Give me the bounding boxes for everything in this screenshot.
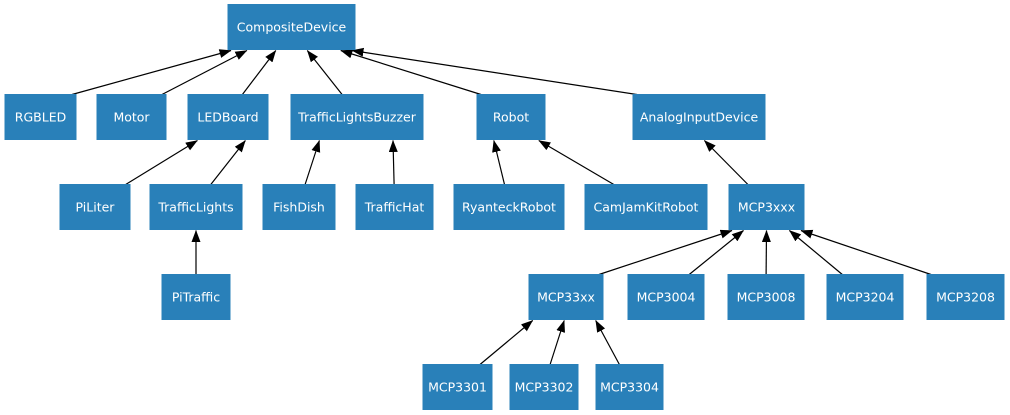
node-label-MCP33xx: MCP33xx <box>537 290 595 305</box>
class-node-FishDish[interactable]: FishDish <box>262 184 336 230</box>
node-box-MCP3304[interactable] <box>595 364 664 410</box>
class-node-TrafficLights[interactable]: TrafficLights <box>149 184 243 230</box>
class-node-MCP3208[interactable]: MCP3208 <box>926 274 1005 320</box>
node-label-MCP3008: MCP3008 <box>737 290 796 305</box>
class-node-PiTraffic[interactable]: PiTraffic <box>161 274 231 320</box>
inheritance-edge-MCP3302-to-MCP33xx <box>549 320 565 365</box>
node-label-MCP3004: MCP3004 <box>637 290 696 305</box>
node-label-MCP3302: MCP3302 <box>515 380 574 395</box>
inheritance-edge-MCP3004-to-MCP3xxx <box>688 230 744 275</box>
inheritance-edge-RyanteckRobot-to-Robot <box>492 140 506 185</box>
inheritance-edge-FishDish-to-TrafficLightsBuzzer <box>304 140 321 185</box>
inheritance-edge-Motor-to-CompositeDevice <box>161 49 248 96</box>
class-node-MCP33xx[interactable]: MCP33xx <box>528 274 604 320</box>
class-node-MCP3xxx[interactable]: MCP3xxx <box>728 184 805 230</box>
node-label-CompositeDevice: CompositeDevice <box>237 20 347 35</box>
node-box-CamJamKitRobot[interactable] <box>584 184 708 230</box>
node-box-MCP3301[interactable] <box>422 364 493 410</box>
node-box-Motor[interactable] <box>96 94 167 140</box>
edge-layer <box>71 47 932 365</box>
node-box-RyanteckRobot[interactable] <box>453 184 565 230</box>
node-label-MCP3301: MCP3301 <box>428 380 487 395</box>
inheritance-edge-MCP3xxx-to-AnalogInputDevice <box>703 140 749 185</box>
inheritance-edge-RGBLED-to-CompositeDevice <box>71 49 232 96</box>
node-box-CompositeDevice[interactable] <box>227 4 356 50</box>
inheritance-edge-Robot-to-CompositeDevice <box>340 49 482 96</box>
node-label-Robot: Robot <box>493 110 529 125</box>
class-node-MCP3301[interactable]: MCP3301 <box>422 364 493 410</box>
inheritance-edge-CamJamKitRobot-to-Robot <box>538 139 615 186</box>
node-label-TrafficLightsBuzzer: TrafficLightsBuzzer <box>297 110 417 125</box>
node-label-PiTraffic: PiTraffic <box>172 290 220 305</box>
inheritance-edge-MCP3208-to-MCP3xxx <box>800 229 932 276</box>
class-node-MCP3304[interactable]: MCP3304 <box>595 364 664 410</box>
class-node-AnalogInputDevice[interactable]: AnalogInputDevice <box>632 94 766 140</box>
class-node-PiLiter[interactable]: PiLiter <box>59 184 131 230</box>
node-box-FishDish[interactable] <box>262 184 336 230</box>
node-label-TrafficLights: TrafficLights <box>157 200 233 215</box>
inheritance-edge-LEDBoard-to-CompositeDevice <box>241 50 277 95</box>
node-label-Motor: Motor <box>113 110 150 125</box>
node-label-MCP3xxx: MCP3xxx <box>738 200 795 215</box>
node-box-PiLiter[interactable] <box>59 184 131 230</box>
node-box-MCP3204[interactable] <box>826 274 904 320</box>
class-node-MCP3008[interactable]: MCP3008 <box>727 274 805 320</box>
class-node-TrafficLightsBuzzer[interactable]: TrafficLightsBuzzer <box>290 94 424 140</box>
class-node-Motor[interactable]: Motor <box>96 94 167 140</box>
node-box-MCP3008[interactable] <box>727 274 805 320</box>
node-label-FishDish: FishDish <box>273 200 325 215</box>
node-label-RGBLED: RGBLED <box>15 110 66 125</box>
inheritance-edge-PiLiter-to-LEDBoard <box>125 139 198 186</box>
node-box-PiTraffic[interactable] <box>161 274 231 320</box>
inheritance-edge-TrafficLights-to-LEDBoard <box>210 140 246 185</box>
node-box-LEDBoard[interactable] <box>187 94 269 140</box>
inheritance-edge-TrafficHat-to-TrafficLightsBuzzer <box>388 140 398 185</box>
node-box-MCP33xx[interactable] <box>528 274 604 320</box>
class-node-CompositeDevice[interactable]: CompositeDevice <box>227 4 356 50</box>
inheritance-edge-MCP3304-to-MCP33xx <box>595 320 620 365</box>
inheritance-edge-MCP3301-to-MCP33xx <box>479 320 534 365</box>
node-label-RyanteckRobot: RyanteckRobot <box>462 200 556 215</box>
class-node-MCP3204[interactable]: MCP3204 <box>826 274 904 320</box>
class-node-TrafficHat[interactable]: TrafficHat <box>355 184 434 230</box>
node-box-RGBLED[interactable] <box>4 94 77 140</box>
node-box-TrafficHat[interactable] <box>355 184 434 230</box>
class-node-RyanteckRobot[interactable]: RyanteckRobot <box>453 184 565 230</box>
node-box-MCP3208[interactable] <box>926 274 1005 320</box>
node-box-MCP3004[interactable] <box>627 274 705 320</box>
class-node-Robot[interactable]: Robot <box>476 94 546 140</box>
node-box-Robot[interactable] <box>476 94 546 140</box>
class-node-MCP3302[interactable]: MCP3302 <box>509 364 579 410</box>
inheritance-edge-TrafficLightsBuzzer-to-CompositeDevice <box>306 50 343 95</box>
inheritance-edge-MCP33xx-to-MCP3xxx <box>598 229 733 276</box>
class-node-MCP3004[interactable]: MCP3004 <box>627 274 705 320</box>
node-label-MCP3204: MCP3204 <box>836 290 895 305</box>
node-label-LEDBoard: LEDBoard <box>197 110 258 125</box>
class-node-LEDBoard[interactable]: LEDBoard <box>187 94 269 140</box>
node-label-AnalogInputDevice: AnalogInputDevice <box>640 110 759 125</box>
node-box-AnalogInputDevice[interactable] <box>632 94 766 140</box>
node-box-TrafficLightsBuzzer[interactable] <box>290 94 424 140</box>
inheritance-edge-MCP3204-to-MCP3xxx <box>789 230 843 275</box>
class-node-CamJamKitRobot[interactable]: CamJamKitRobot <box>584 184 708 230</box>
node-label-TrafficHat: TrafficHat <box>364 200 425 215</box>
inheritance-edge-AnalogInputDevice-to-CompositeDevice <box>351 47 638 96</box>
node-box-MCP3xxx[interactable] <box>728 184 805 230</box>
class-node-RGBLED[interactable]: RGBLED <box>4 94 77 140</box>
node-box-TrafficLights[interactable] <box>149 184 243 230</box>
node-label-MCP3304: MCP3304 <box>600 380 659 395</box>
node-box-MCP3302[interactable] <box>509 364 579 410</box>
node-label-MCP3208: MCP3208 <box>936 290 995 305</box>
node-label-CamJamKitRobot: CamJamKitRobot <box>594 200 699 215</box>
node-label-PiLiter: PiLiter <box>76 200 116 215</box>
